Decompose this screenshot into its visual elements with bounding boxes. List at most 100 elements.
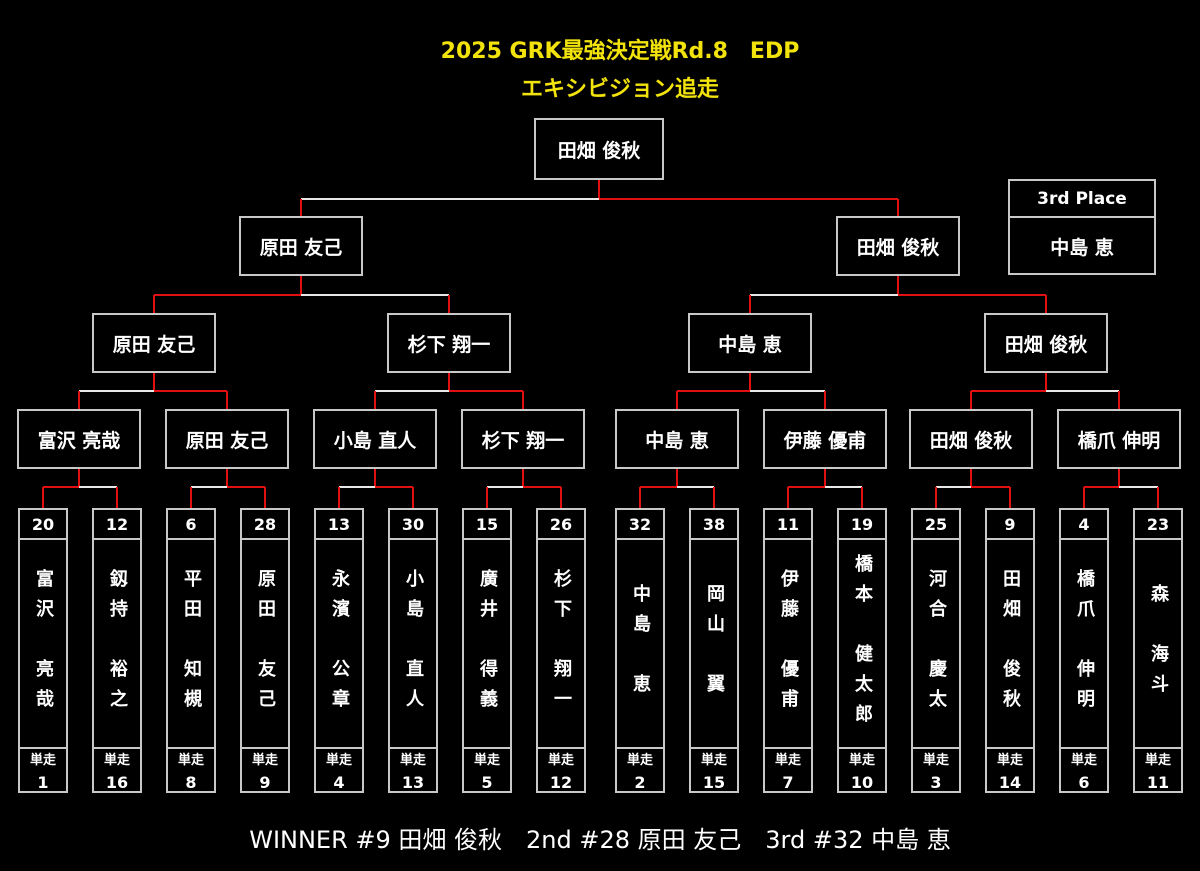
bracket-connector	[750, 294, 898, 296]
bracket-connector	[861, 487, 863, 508]
player-name: 森 海斗	[1148, 583, 1169, 704]
heat-number: 11	[1146, 772, 1170, 792]
player-number: 28	[242, 510, 288, 540]
bracket-connector	[153, 295, 155, 313]
player-name-cell: 河合 慶太	[913, 540, 959, 749]
bracket-connector	[676, 391, 678, 409]
heat-number: 1	[37, 772, 49, 792]
bracket-connector	[78, 391, 80, 409]
player-name: 田畑 俊秋	[1000, 568, 1021, 719]
heat-label: 単走	[996, 752, 1023, 768]
player-number: 9	[987, 510, 1033, 540]
quarterfinal-box: 中島 恵	[688, 313, 812, 373]
bracket-connector	[191, 486, 227, 488]
bracket-connector	[825, 486, 862, 488]
bracket-connector	[639, 487, 641, 508]
player-name-cell: 杉下 翔一	[538, 540, 584, 749]
heat-number: 12	[549, 772, 573, 792]
player-name-cell: 永濱 公章	[316, 540, 362, 749]
heat-label: 単走	[103, 752, 130, 768]
champion-box: 田畑 俊秋	[534, 118, 664, 180]
bracket-connector	[1118, 391, 1120, 409]
player-number: 6	[168, 510, 214, 540]
third-place-box: 3rd Place 中島 恵	[1008, 179, 1156, 275]
title-line-2: エキシビジョン追走	[520, 77, 719, 102]
bracket-connector	[301, 198, 599, 200]
bracket-connector	[374, 391, 376, 409]
player-number: 32	[617, 510, 663, 540]
bracket-connector	[970, 469, 972, 487]
bracket-connector	[1084, 486, 1119, 488]
bracket-connector	[750, 390, 825, 392]
heat-label: 単走	[29, 752, 56, 768]
bracket-connector	[226, 391, 228, 409]
round16-box: 小島 直人	[313, 409, 437, 469]
bracket-connector	[154, 390, 227, 392]
bracket-connector	[640, 486, 677, 488]
player-name: 小島 直人	[403, 568, 424, 719]
bracket-connector	[375, 390, 449, 392]
player-name: 河合 慶太	[926, 568, 947, 719]
round16-box: 橋爪 伸明	[1057, 409, 1181, 469]
bracket-connector	[677, 486, 714, 488]
player-name-cell: 富沢 亮哉	[20, 540, 66, 749]
quarterfinal-box: 田畑 俊秋	[984, 313, 1108, 373]
bracket-connector	[1119, 486, 1158, 488]
player-heat: 単走 1	[20, 749, 66, 794]
bracket-connector	[788, 486, 825, 488]
bracket-connector	[42, 487, 44, 508]
quarterfinal-box: 原田 友己	[92, 313, 216, 373]
round16-box: 中島 恵	[615, 409, 739, 469]
bracket-connector	[1157, 487, 1159, 508]
heat-label: 単走	[1070, 752, 1097, 768]
bracket-connector	[1083, 487, 1085, 508]
player-name: 永濱 公章	[329, 568, 350, 719]
bracket-connector	[374, 469, 376, 487]
heat-label: 単走	[1144, 752, 1171, 768]
player-name-cell: 廣井 得義	[464, 540, 510, 749]
heat-label: 単走	[848, 752, 875, 768]
heat-label: 単走	[251, 752, 278, 768]
player-name-cell: 森 海斗	[1135, 540, 1181, 749]
bracket-connector	[154, 294, 301, 296]
bracket-connector	[412, 487, 414, 508]
player-name-cell: 平田 知槻	[168, 540, 214, 749]
bracket-connector	[787, 487, 789, 508]
player-name: 廣井 得義	[477, 568, 498, 719]
heat-number: 15	[702, 772, 726, 792]
bracket-connector	[898, 294, 1046, 296]
bracket-connector	[227, 486, 265, 488]
bracket-connector	[1118, 469, 1120, 487]
heat-label: 単走	[177, 752, 204, 768]
heat-label: 単走	[547, 752, 574, 768]
player-name: 原田 友己	[255, 568, 276, 719]
player-name: 釼持 裕之	[107, 568, 128, 719]
bracket-connector	[971, 486, 1010, 488]
bracket-connector	[338, 487, 340, 508]
bracket-connector	[301, 294, 449, 296]
player-name-cell: 橋爪 伸明	[1061, 540, 1107, 749]
player-card: 23 森 海斗単走 11	[1133, 508, 1183, 793]
heat-label: 単走	[700, 752, 727, 768]
bracket-connector	[375, 486, 413, 488]
heat-number: 4	[333, 772, 345, 792]
player-number: 23	[1135, 510, 1181, 540]
round16-box: 富沢 亮哉	[17, 409, 141, 469]
bracket-connector	[1009, 487, 1011, 508]
heat-label: 単走	[922, 752, 949, 768]
player-number: 15	[464, 510, 510, 540]
third-place-name: 中島 恵	[1050, 237, 1114, 259]
heat-number: 7	[782, 772, 794, 792]
bracket-connector	[116, 487, 118, 508]
